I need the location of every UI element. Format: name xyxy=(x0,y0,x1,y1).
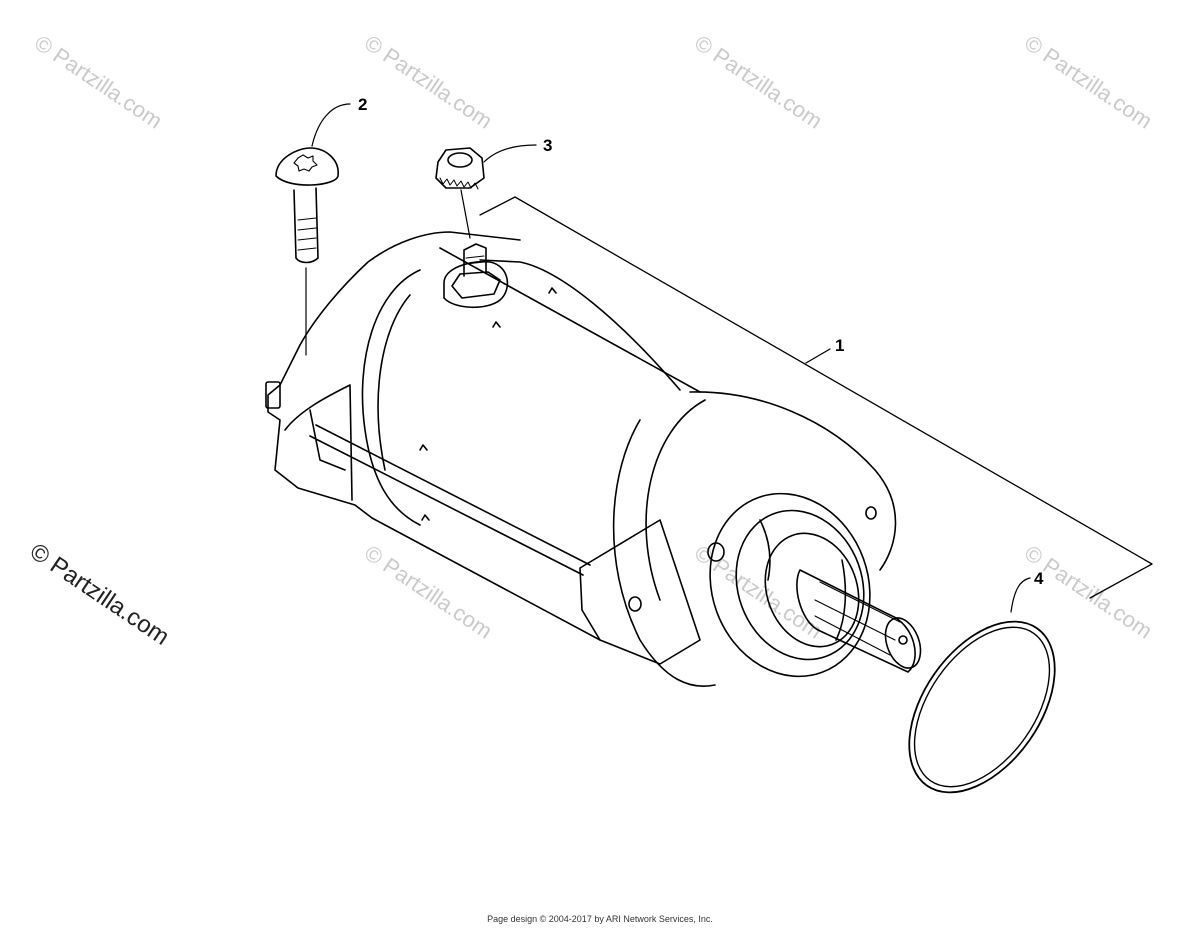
vent-mark xyxy=(421,514,430,521)
screw-head xyxy=(275,147,339,186)
boss-rib xyxy=(835,559,847,641)
through-bolt xyxy=(315,424,591,566)
o-ring-outer xyxy=(908,620,1056,794)
bearing-boss-face xyxy=(764,532,860,648)
front-mount-lug xyxy=(579,519,701,665)
leader-4 xyxy=(1010,577,1031,613)
o-ring-inner xyxy=(913,626,1051,788)
rear-cap-outline xyxy=(299,231,521,346)
callout-label-2: 2 xyxy=(358,95,367,114)
callout-bracket-1 xyxy=(479,196,1153,599)
nut-bore xyxy=(447,152,473,168)
through-bolt-lower xyxy=(309,435,584,576)
torx-recess xyxy=(293,154,318,172)
shaft-center xyxy=(898,635,908,645)
stud-thread xyxy=(465,255,485,265)
torx-screw[interactable] xyxy=(275,147,339,356)
terminal-stud xyxy=(463,243,487,277)
vent-mark xyxy=(548,287,557,294)
screw-thread xyxy=(297,217,317,251)
callout-3: 3 xyxy=(483,136,552,163)
cylinder-back-edge xyxy=(361,269,421,526)
leader-2 xyxy=(311,103,351,147)
callout-4: 4 xyxy=(1010,569,1044,613)
callout-1: 1 xyxy=(835,336,844,355)
bearing-boss-outer xyxy=(709,492,871,678)
callout-2: 2 xyxy=(311,95,367,147)
rear-flange-outline xyxy=(267,344,373,519)
boss-rib xyxy=(759,519,771,581)
vent-mark xyxy=(492,321,501,328)
o-ring[interactable] xyxy=(879,595,1084,819)
callout-label-4: 4 xyxy=(1034,569,1044,588)
screw-shank xyxy=(293,187,319,264)
splined-shaft xyxy=(796,569,916,673)
callout-label-1: 1 xyxy=(835,336,844,355)
nut-body xyxy=(435,147,485,189)
cylinder-top-highlight xyxy=(479,259,681,391)
front-housing-top xyxy=(689,391,897,571)
spline-teeth xyxy=(814,581,901,656)
leader-line xyxy=(460,189,471,239)
starter-motor[interactable] xyxy=(265,231,927,699)
shaft-end xyxy=(884,617,922,669)
leader-3 xyxy=(483,144,537,163)
footer-copyright: Page design © 2004-2017 by ARI Network S… xyxy=(487,914,713,924)
vent-mark xyxy=(419,444,428,451)
cylinder-top-edge xyxy=(439,247,701,393)
nut-serration xyxy=(439,177,479,190)
rear-bolt-head xyxy=(265,381,281,409)
flange-nut[interactable] xyxy=(435,147,485,239)
front-housing-left xyxy=(612,419,716,687)
rear-flange-rib xyxy=(309,409,346,471)
mount-hole xyxy=(865,506,877,520)
bearing-boss-inner xyxy=(735,509,865,661)
terminal-nut xyxy=(451,271,501,299)
boss-hole xyxy=(707,542,725,562)
rear-flange-face xyxy=(284,384,353,501)
cylinder-back-inner xyxy=(377,294,411,471)
front-housing-ring xyxy=(645,399,706,601)
terminal-base xyxy=(443,260,509,309)
callout-label-3: 3 xyxy=(543,136,552,155)
cylinder-bottom-edge xyxy=(371,517,601,641)
mount-hole xyxy=(628,596,642,612)
